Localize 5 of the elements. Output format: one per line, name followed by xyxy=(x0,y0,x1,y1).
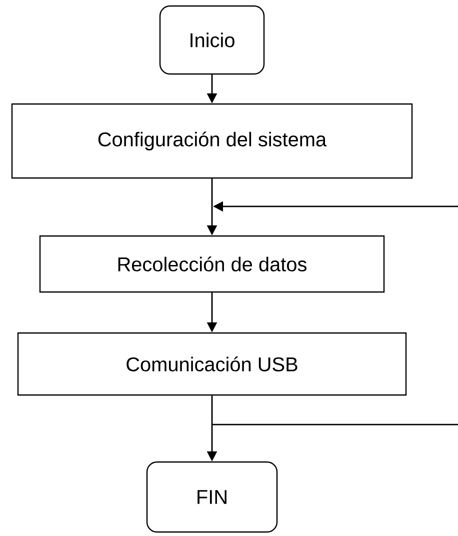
process-box: Configuración del sistema xyxy=(11,103,413,179)
terminal-box: FIN xyxy=(146,461,278,533)
process-box: Recolección de datos xyxy=(39,235,385,293)
terminal-box: Inicio xyxy=(159,5,265,75)
process-box: Comunicación USB xyxy=(17,332,407,396)
